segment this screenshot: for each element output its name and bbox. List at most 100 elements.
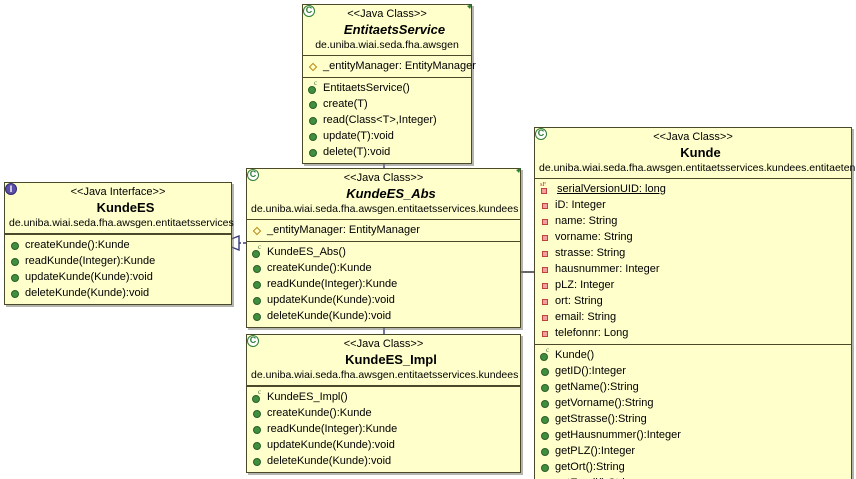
field-row[interactable]: telefonnr: Long bbox=[535, 325, 851, 341]
method-label: createKunde():Kunde bbox=[267, 406, 372, 419]
method-row[interactable]: deleteKunde(Kunde):void bbox=[247, 453, 520, 469]
method-icon bbox=[10, 240, 21, 251]
constructor-icon bbox=[540, 347, 551, 361]
field-row[interactable]: _entityManager: EntityManager bbox=[303, 58, 476, 74]
protected-field-icon bbox=[308, 61, 319, 72]
method-row[interactable]: deleteKunde(Kunde):void bbox=[5, 285, 231, 301]
private-field-icon bbox=[540, 248, 551, 259]
field-label: telefonnr: Long bbox=[555, 326, 629, 339]
method-icon bbox=[540, 366, 551, 377]
stereotype-label: <<Java Class>> bbox=[343, 172, 424, 184]
abstract-class-icon bbox=[329, 23, 342, 36]
class-icon bbox=[330, 353, 343, 366]
field-label: hausnummer: Integer bbox=[555, 262, 660, 275]
field-row[interactable]: ort: String bbox=[535, 293, 851, 309]
method-label: getName():String bbox=[555, 380, 639, 393]
method-row[interactable]: getStrasse():String bbox=[535, 411, 851, 427]
class-header: <<Java Class>> KundeES_Abs de.uniba.wiai… bbox=[247, 169, 520, 220]
method-row[interactable]: getEmail():String bbox=[535, 475, 851, 479]
method-row[interactable]: deleteKunde(Kunde):void bbox=[247, 308, 520, 324]
field-row[interactable]: serialVersionUID: long bbox=[535, 181, 851, 197]
methods-compartment: KundeES_Abs() createKunde():Kunde readKu… bbox=[247, 242, 520, 327]
class-box-kundees-abs[interactable]: <<Java Class>> KundeES_Abs de.uniba.wiai… bbox=[246, 168, 521, 328]
private-field-icon bbox=[540, 216, 551, 227]
private-field-icon bbox=[540, 280, 551, 291]
private-field-icon bbox=[540, 312, 551, 323]
method-label: EntitaetsService() bbox=[323, 81, 410, 94]
method-row[interactable]: updateKunde(Kunde):void bbox=[247, 292, 520, 308]
private-field-icon bbox=[540, 328, 551, 339]
interface-icon bbox=[82, 201, 95, 214]
method-row[interactable]: getPLZ():Integer bbox=[535, 443, 851, 459]
class-box-kunde[interactable]: <<Java Class>> Kunde de.uniba.wiai.seda.… bbox=[534, 127, 856, 479]
method-label: deleteKunde(Kunde):void bbox=[267, 454, 392, 467]
class-name: KundeES_Abs bbox=[346, 186, 436, 201]
constructor-icon bbox=[252, 389, 263, 403]
field-row[interactable]: strasse: String bbox=[535, 245, 851, 261]
package-label: de.uniba.wiai.seda.fha.awsgen.entitaetss… bbox=[9, 217, 234, 229]
method-row[interactable]: getHausnummer():Integer bbox=[535, 427, 851, 443]
method-row[interactable]: read(Class<T>,Integer) bbox=[303, 112, 471, 128]
method-row[interactable]: KundeES_Impl() bbox=[247, 389, 520, 405]
class-name: Kunde bbox=[680, 145, 721, 160]
field-row[interactable]: email: String bbox=[535, 309, 851, 325]
method-row[interactable]: update(T):void bbox=[303, 128, 471, 144]
method-row[interactable]: getName():String bbox=[535, 379, 851, 395]
method-row[interactable]: getID():Integer bbox=[535, 363, 851, 379]
method-row[interactable]: Kunde() bbox=[535, 347, 851, 363]
field-row[interactable]: _entityManager: EntityManager bbox=[247, 222, 520, 238]
field-row[interactable]: name: String bbox=[535, 213, 851, 229]
protected-field-icon bbox=[252, 225, 263, 236]
method-icon bbox=[252, 295, 263, 306]
method-row[interactable]: delete(T):void bbox=[303, 144, 471, 160]
class-box-kundees[interactable]: <<Java Interface>> KundeES de.uniba.wiai… bbox=[4, 182, 234, 305]
fields-compartment: _entityManager: EntityManager bbox=[247, 220, 520, 242]
method-label: getStrasse():String bbox=[555, 412, 647, 425]
class-box-kundees-impl[interactable]: <<Java Class>> KundeES_Impl de.uniba.wia… bbox=[246, 334, 521, 473]
method-row[interactable]: updateKunde(Kunde):void bbox=[5, 269, 231, 285]
field-row[interactable]: hausnummer: Integer bbox=[535, 261, 851, 277]
method-row[interactable]: createKunde():Kunde bbox=[5, 237, 231, 253]
package-label: de.uniba.wiai.seda.fha.awsgen.entitaetss… bbox=[251, 369, 519, 381]
class-name-row: KundeES bbox=[9, 199, 227, 216]
field-row[interactable]: vorname: String bbox=[535, 229, 851, 245]
method-icon bbox=[308, 131, 319, 142]
class-box-entitaetsservice[interactable]: <<Java Class>> EntitaetsService de.uniba… bbox=[302, 4, 476, 164]
field-label: iD: Integer bbox=[555, 198, 606, 211]
field-row[interactable]: iD: Integer bbox=[535, 197, 851, 213]
package-label: de.uniba.wiai.seda.fha.awsgen.entitaetss… bbox=[539, 162, 856, 174]
methods-compartment: KundeES_Impl() createKunde():Kunde readK… bbox=[247, 386, 520, 472]
method-row[interactable]: updateKunde(Kunde):void bbox=[247, 437, 520, 453]
method-row[interactable]: readKunde(Integer):Kunde bbox=[247, 276, 520, 292]
method-row[interactable]: createKunde():Kunde bbox=[247, 405, 520, 421]
method-icon bbox=[540, 414, 551, 425]
method-row[interactable]: EntitaetsService() bbox=[303, 80, 471, 96]
stereotype-label: <<Java Interface>> bbox=[70, 186, 166, 198]
method-label: getOrt():String bbox=[555, 460, 625, 473]
method-label: readKunde(Integer):Kunde bbox=[267, 422, 398, 435]
private-field-icon bbox=[540, 232, 551, 243]
method-icon bbox=[540, 462, 551, 473]
method-icon bbox=[10, 256, 21, 267]
method-row[interactable]: getVorname():String bbox=[535, 395, 851, 411]
class-header: <<Java Interface>> KundeES de.uniba.wiai… bbox=[5, 183, 234, 234]
method-row[interactable]: createKunde():Kunde bbox=[247, 260, 520, 276]
constructor-icon bbox=[308, 80, 319, 94]
method-row[interactable]: getOrt():String bbox=[535, 459, 851, 475]
field-label: strasse: String bbox=[555, 246, 626, 259]
field-label: vorname: String bbox=[555, 230, 633, 243]
method-row[interactable]: KundeES_Abs() bbox=[247, 244, 520, 260]
field-row[interactable]: pLZ: Integer bbox=[535, 277, 851, 293]
class-header: <<Java Class>> EntitaetsService de.uniba… bbox=[303, 5, 471, 56]
class-name-row: EntitaetsService bbox=[307, 21, 467, 38]
method-label: delete(T):void bbox=[323, 145, 391, 158]
method-label: update(T):void bbox=[323, 129, 394, 142]
method-label: updateKunde(Kunde):void bbox=[267, 293, 395, 306]
methods-compartment: EntitaetsService() create(T) read(Class<… bbox=[303, 78, 471, 163]
method-row[interactable]: readKunde(Integer):Kunde bbox=[5, 253, 231, 269]
method-row[interactable]: readKunde(Integer):Kunde bbox=[247, 421, 520, 437]
class-icon bbox=[665, 146, 678, 159]
method-row[interactable]: create(T) bbox=[303, 96, 471, 112]
method-label: Kunde() bbox=[555, 348, 595, 361]
